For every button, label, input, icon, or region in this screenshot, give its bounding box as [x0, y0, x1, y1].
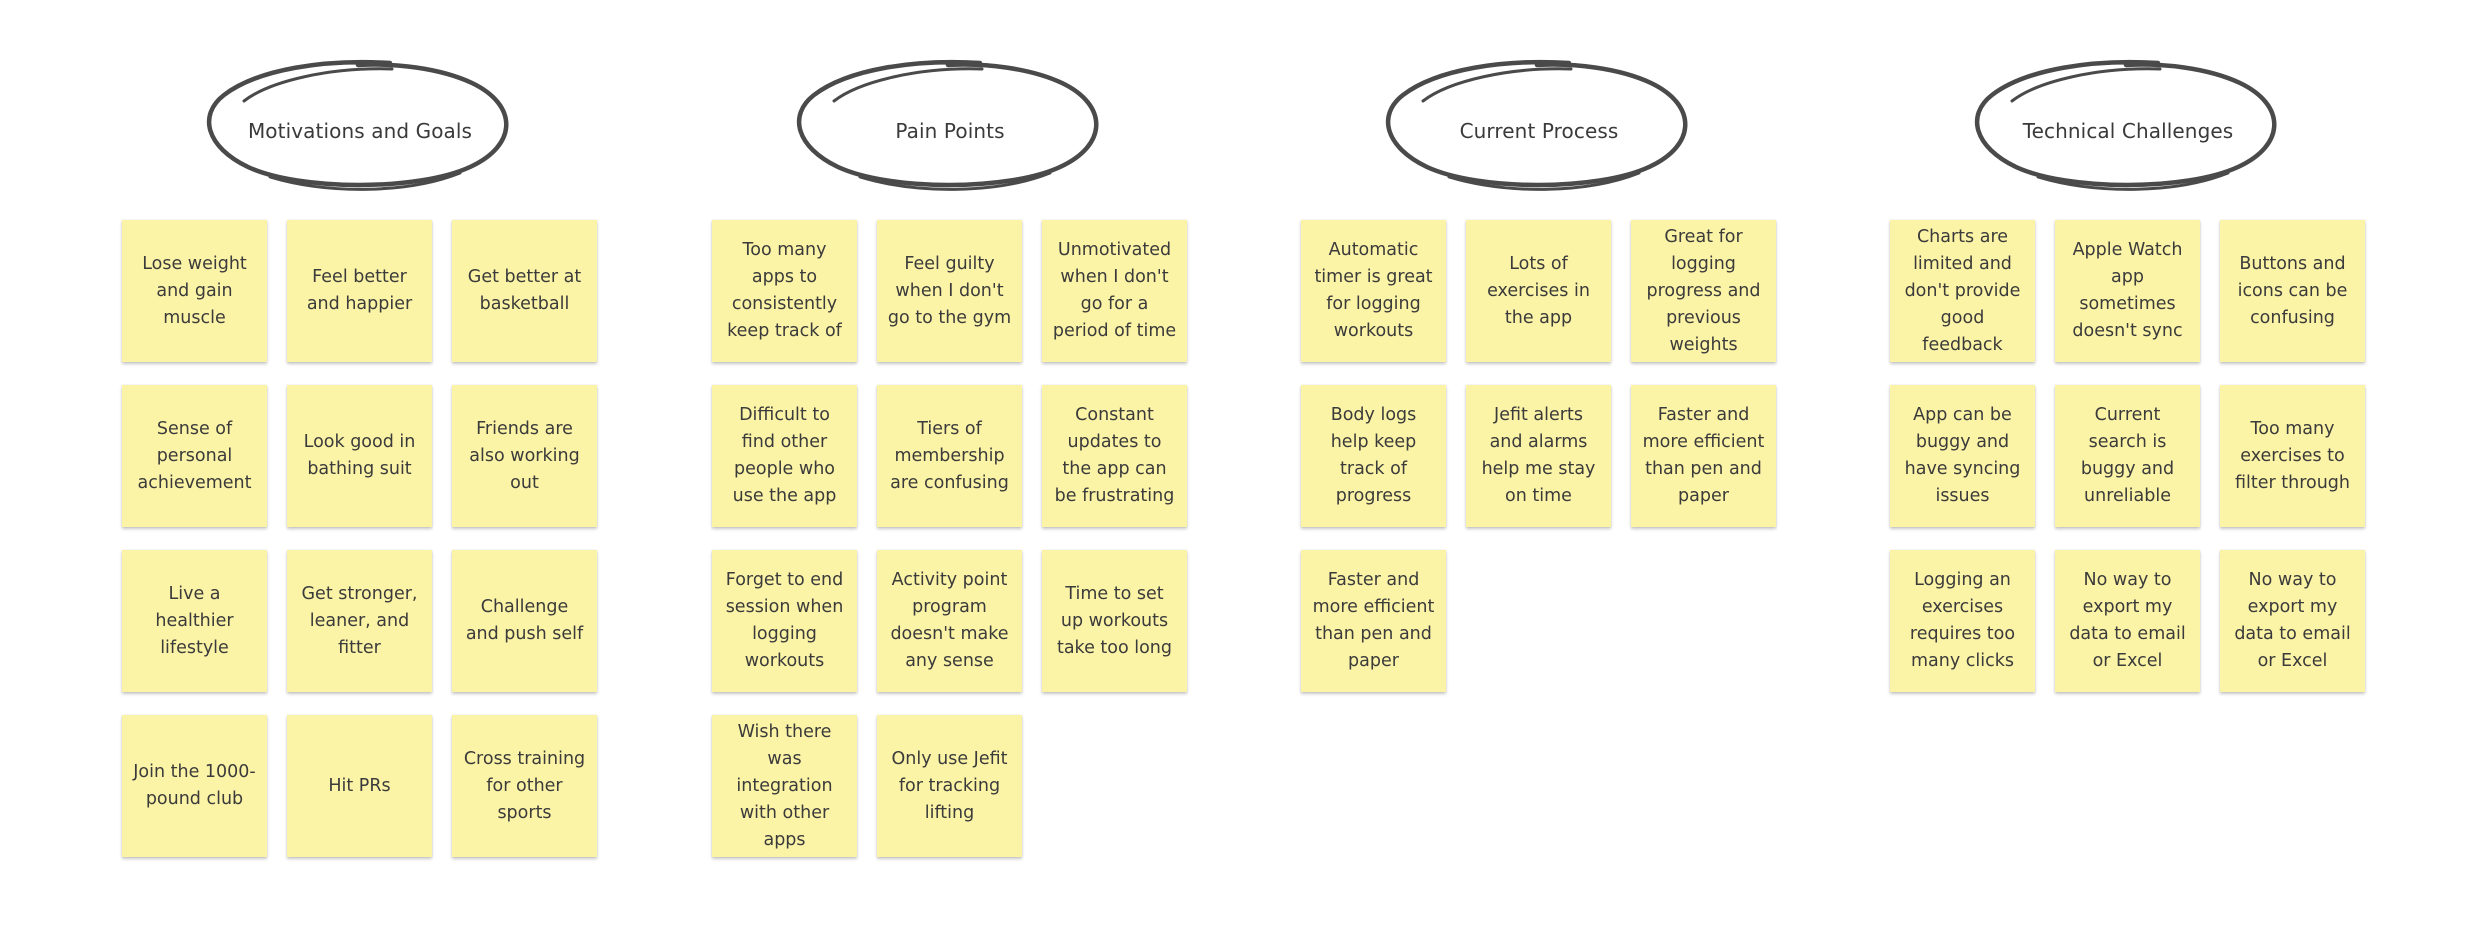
sticky-note-text: Feel guilty when I don't go to the gym: [887, 253, 1012, 328]
sticky-note[interactable]: Body logs help keep track of progress: [1301, 385, 1446, 527]
hand-drawn-ellipse-icon: [1385, 59, 1688, 191]
sticky-note-text: Live a healthier lifestyle: [155, 583, 234, 658]
category-header: Pain Points: [710, 55, 1190, 205]
sticky-note-text: Constant updates to the app can be frust…: [1054, 405, 1175, 506]
sticky-note[interactable]: Hit PRs: [287, 715, 432, 857]
sticky-note-text: No way to export my data to email or Exc…: [2234, 570, 2351, 671]
sticky-note[interactable]: No way to export my data to email or Exc…: [2055, 550, 2200, 692]
sticky-note-text: Feel better and happier: [306, 267, 413, 314]
sticky-note-text: Too many exercises to filter through: [2234, 418, 2351, 493]
sticky-note-text: Current search is buggy and unreliable: [2080, 405, 2175, 506]
sticky-note-text: Get stronger, leaner, and fitter: [301, 583, 418, 658]
sticky-note-text: No way to export my data to email or Exc…: [2069, 570, 2186, 671]
sticky-note[interactable]: Feel better and happier: [287, 220, 432, 362]
sticky-note-text: Automatic timer is great for logging wor…: [1314, 240, 1433, 341]
sticky-note[interactable]: Cross training for other sports: [452, 715, 597, 857]
sticky-note-grid: Too many apps to consistently keep track…: [712, 220, 1192, 857]
hand-drawn-ellipse-icon: [206, 59, 509, 191]
sticky-note-text: Apple Watch app sometimes doesn't sync: [2072, 240, 2183, 341]
sticky-note-text: Great for logging progress and previous …: [1646, 226, 1761, 355]
sticky-note[interactable]: Unmotivated when I don't go for a period…: [1042, 220, 1187, 362]
sticky-note-text: App can be buggy and have syncing issues: [1904, 405, 2021, 506]
sticky-note[interactable]: No way to export my data to email or Exc…: [2220, 550, 2365, 692]
sticky-note[interactable]: Tiers of membership are confusing: [877, 385, 1022, 527]
sticky-note-text: Body logs help keep track of progress: [1330, 405, 1417, 506]
sticky-note[interactable]: Current search is buggy and unreliable: [2055, 385, 2200, 527]
sticky-note[interactable]: Buttons and icons can be confusing: [2220, 220, 2365, 362]
sticky-note-text: Hit PRs: [328, 775, 391, 796]
sticky-note[interactable]: Time to set up workouts take too long: [1042, 550, 1187, 692]
sticky-note[interactable]: Lose weight and gain muscle: [122, 220, 267, 362]
category-title: Motivations and Goals: [247, 119, 473, 143]
sticky-note-text: Sense of personal achievement: [137, 418, 252, 493]
sticky-note[interactable]: Charts are limited and don't provide goo…: [1890, 220, 2035, 362]
sticky-note[interactable]: Faster and more efficient than pen and p…: [1301, 550, 1446, 692]
hand-drawn-ellipse-icon: [796, 59, 1099, 191]
sticky-note[interactable]: Apple Watch app sometimes doesn't sync: [2055, 220, 2200, 362]
sticky-note[interactable]: Only use Jefit for tracking lifting: [877, 715, 1022, 857]
sticky-note-text: Lose weight and gain muscle: [142, 253, 247, 328]
sticky-note[interactable]: Too many exercises to filter through: [2220, 385, 2365, 527]
sticky-note-text: Wish there was integration with other ap…: [736, 721, 833, 850]
sticky-note-text: Buttons and icons can be confusing: [2237, 253, 2348, 328]
sticky-note[interactable]: Automatic timer is great for logging wor…: [1301, 220, 1446, 362]
sticky-note[interactable]: Get better at basketball: [452, 220, 597, 362]
sticky-note-text: Too many apps to consistently keep track…: [727, 240, 842, 341]
sticky-note[interactable]: Join the 1000-pound club: [122, 715, 267, 857]
sticky-note[interactable]: Great for logging progress and previous …: [1631, 220, 1776, 362]
sticky-note[interactable]: Logging an exercises requires too many c…: [1890, 550, 2035, 692]
sticky-note[interactable]: Sense of personal achievement: [122, 385, 267, 527]
sticky-note[interactable]: Live a healthier lifestyle: [122, 550, 267, 692]
sticky-note-text: Activity point program doesn't make any …: [890, 570, 1009, 671]
category-title: Technical Challenges: [2022, 119, 2234, 143]
sticky-note[interactable]: Constant updates to the app can be frust…: [1042, 385, 1187, 527]
sticky-note[interactable]: Challenge and push self: [452, 550, 597, 692]
sticky-note-grid: Charts are limited and don't provide goo…: [1890, 220, 2370, 692]
sticky-note[interactable]: Feel guilty when I don't go to the gym: [877, 220, 1022, 362]
sticky-note-text: Get better at basketball: [467, 267, 582, 314]
sticky-note-text: Time to set up workouts take too long: [1056, 583, 1173, 658]
sticky-note-text: Friends are also working out: [469, 418, 580, 493]
sticky-note[interactable]: Look good in bathing suit: [287, 385, 432, 527]
category-header: Technical Challenges: [1888, 55, 2368, 205]
sticky-note-text: Difficult to find other people who use t…: [732, 405, 837, 506]
sticky-note[interactable]: Activity point program doesn't make any …: [877, 550, 1022, 692]
sticky-note-text: Join the 1000-pound club: [133, 762, 256, 809]
sticky-note-grid: Automatic timer is great for logging wor…: [1301, 220, 1781, 692]
category-header: Current Process: [1299, 55, 1779, 205]
category-title: Current Process: [1459, 119, 1619, 143]
sticky-note-text: Challenge and push self: [465, 597, 584, 644]
sticky-note-text: Tiers of membership are confusing: [890, 418, 1009, 493]
sticky-note-text: Lots of exercises in the app: [1487, 253, 1590, 328]
sticky-note-text: Jefit alerts and alarms help me stay on …: [1481, 405, 1596, 506]
sticky-note[interactable]: Lots of exercises in the app: [1466, 220, 1611, 362]
sticky-note-text: Forget to end session when logging worko…: [725, 570, 844, 671]
hand-drawn-ellipse-icon: [1974, 59, 2277, 191]
sticky-note[interactable]: Faster and more efficient than pen and p…: [1631, 385, 1776, 527]
sticky-note-text: Only use Jefit for tracking lifting: [891, 748, 1008, 823]
category-header: Motivations and Goals: [120, 55, 600, 205]
sticky-note-text: Unmotivated when I don't go for a period…: [1052, 240, 1177, 341]
sticky-note[interactable]: Friends are also working out: [452, 385, 597, 527]
sticky-note[interactable]: Too many apps to consistently keep track…: [712, 220, 857, 362]
sticky-note[interactable]: Get stronger, leaner, and fitter: [287, 550, 432, 692]
sticky-note[interactable]: App can be buggy and have syncing issues: [1890, 385, 2035, 527]
sticky-note-text: Cross training for other sports: [463, 748, 586, 823]
category-title: Pain Points: [895, 119, 1005, 143]
sticky-note-text: Faster and more efficient than pen and p…: [1642, 405, 1765, 506]
sticky-note[interactable]: Forget to end session when logging worko…: [712, 550, 857, 692]
sticky-note[interactable]: Difficult to find other people who use t…: [712, 385, 857, 527]
sticky-note-text: Faster and more efficient than pen and p…: [1312, 570, 1435, 671]
sticky-note[interactable]: Wish there was integration with other ap…: [712, 715, 857, 857]
sticky-note-text: Look good in bathing suit: [303, 432, 416, 479]
sticky-note-text: Charts are limited and don't provide goo…: [1904, 226, 2021, 355]
sticky-note-grid: Lose weight and gain muscle Feel better a…: [122, 220, 602, 857]
sticky-note[interactable]: Jefit alerts and alarms help me stay on …: [1466, 385, 1611, 527]
sticky-note-text: Logging an exercises requires too many c…: [1909, 570, 2016, 671]
